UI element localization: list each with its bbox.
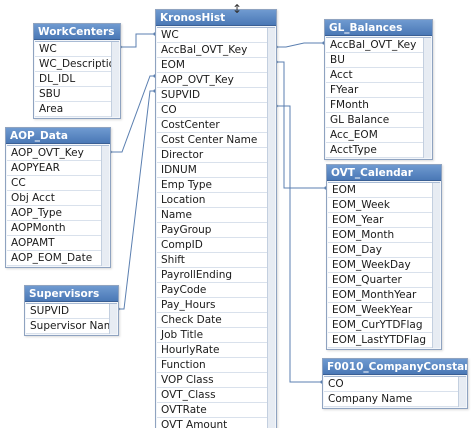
field-row[interactable]: EOM_CurYTDFlag bbox=[328, 318, 440, 333]
table-title[interactable]: KronosHist bbox=[156, 10, 276, 26]
field-row[interactable]: SUPVID bbox=[157, 88, 275, 103]
table-scrollbar[interactable] bbox=[101, 146, 109, 266]
field-row[interactable]: BU bbox=[326, 53, 431, 68]
link-eom bbox=[276, 61, 326, 189]
field-row[interactable]: Name bbox=[157, 208, 275, 223]
field-row[interactable]: CompID bbox=[157, 238, 275, 253]
field-row[interactable]: CC bbox=[7, 176, 109, 191]
field-row[interactable]: EOM_WeekDay bbox=[328, 258, 440, 273]
field-row[interactable]: Area bbox=[35, 102, 119, 117]
field-row[interactable]: WC_Description bbox=[35, 57, 119, 72]
table-title[interactable]: WorkCenters bbox=[34, 24, 120, 40]
field-row[interactable]: VOP Class bbox=[157, 373, 275, 388]
field-row[interactable]: SBU bbox=[35, 87, 119, 102]
field-row[interactable]: AcctType bbox=[326, 143, 431, 158]
field-row[interactable]: FYear bbox=[326, 83, 431, 98]
field-row[interactable]: CO bbox=[324, 377, 466, 392]
field-row[interactable]: DL_IDL bbox=[35, 72, 119, 87]
field-row[interactable]: OVTRate bbox=[157, 403, 275, 418]
field-row[interactable]: GL Balance bbox=[326, 113, 431, 128]
table-f0010-companyconstants[interactable]: F0010_CompanyConstantsCOCompany Name bbox=[322, 358, 468, 409]
field-row[interactable]: EOM bbox=[328, 183, 440, 198]
field-row[interactable]: PayGroup bbox=[157, 223, 275, 238]
table-scrollbar[interactable] bbox=[267, 28, 275, 428]
table-title[interactable]: F0010_CompanyConstants bbox=[323, 359, 467, 375]
field-row[interactable]: OVT_Class bbox=[157, 388, 275, 403]
table-scrollbar[interactable] bbox=[111, 42, 119, 117]
field-row[interactable]: AOP_Type bbox=[7, 206, 109, 221]
field-row[interactable]: Shift bbox=[157, 253, 275, 268]
field-row[interactable]: EOM_Quarter bbox=[328, 273, 440, 288]
field-row[interactable]: CO bbox=[157, 103, 275, 118]
field-row[interactable]: HourlyRate bbox=[157, 343, 275, 358]
field-row[interactable]: WC bbox=[157, 28, 275, 43]
resize-cursor-icon: ↕ bbox=[232, 2, 243, 16]
field-row[interactable]: Director bbox=[157, 148, 275, 163]
field-row[interactable]: CostCenter bbox=[157, 118, 275, 133]
table-scrollbar[interactable] bbox=[432, 183, 440, 348]
field-row[interactable]: AccBal_OVT_Key bbox=[326, 38, 431, 53]
table-title[interactable]: AOP_Data bbox=[6, 128, 110, 144]
field-row[interactable]: Location bbox=[157, 193, 275, 208]
field-row[interactable]: PayrollEnding bbox=[157, 268, 275, 283]
field-row[interactable]: Obj Acct bbox=[7, 191, 109, 206]
link-supvid bbox=[118, 90, 155, 310]
table-title[interactable]: OVT_Calendar bbox=[327, 165, 441, 181]
link-accbal bbox=[276, 42, 324, 48]
link-wc bbox=[120, 33, 155, 48]
field-row[interactable]: Emp Type bbox=[157, 178, 275, 193]
field-row[interactable]: SUPVID bbox=[26, 304, 117, 319]
field-row[interactable]: Check Date bbox=[157, 313, 275, 328]
field-row[interactable]: IDNUM bbox=[157, 163, 275, 178]
field-row[interactable]: AccBal_OVT_Key bbox=[157, 43, 275, 58]
field-row[interactable]: Cost Center Name bbox=[157, 133, 275, 148]
table-scrollbar[interactable] bbox=[109, 304, 117, 334]
field-row[interactable]: FMonth bbox=[326, 98, 431, 113]
field-row[interactable]: EOM_Week bbox=[328, 198, 440, 213]
table-scrollbar[interactable] bbox=[458, 377, 466, 407]
field-row[interactable]: EOM_WeekYear bbox=[328, 303, 440, 318]
field-row[interactable]: AOP_OVT_Key bbox=[7, 146, 109, 161]
field-row[interactable]: AOP_OVT_Key bbox=[157, 73, 275, 88]
field-row[interactable]: Supervisor Name bbox=[26, 319, 117, 334]
field-row[interactable]: AOPAMT bbox=[7, 236, 109, 251]
link-co bbox=[276, 105, 322, 383]
link-aop-ovt-key bbox=[110, 75, 155, 153]
table-scrollbar[interactable] bbox=[423, 38, 431, 158]
field-row[interactable]: Acc_EOM bbox=[326, 128, 431, 143]
field-row[interactable]: EOM_Month bbox=[328, 228, 440, 243]
field-row[interactable]: EOM_MonthYear bbox=[328, 288, 440, 303]
field-row[interactable]: AOP_EOM_Date bbox=[7, 251, 109, 266]
field-row[interactable]: EOM_Day bbox=[328, 243, 440, 258]
field-row[interactable]: AOPMonth bbox=[7, 221, 109, 236]
table-title[interactable]: Supervisors bbox=[25, 286, 118, 302]
field-row[interactable]: Acct bbox=[326, 68, 431, 83]
field-row[interactable]: EOM_LastYTDFlag bbox=[328, 333, 440, 348]
field-row[interactable]: AOPYEAR bbox=[7, 161, 109, 176]
field-row[interactable]: WC bbox=[35, 42, 119, 57]
field-row[interactable]: EOM bbox=[157, 58, 275, 73]
field-row[interactable]: OVT Amount bbox=[157, 418, 275, 428]
field-row[interactable]: EOM_Year bbox=[328, 213, 440, 228]
table-title[interactable]: GL_Balances bbox=[325, 20, 432, 36]
field-row[interactable]: Job Title bbox=[157, 328, 275, 343]
field-row[interactable]: Company Name bbox=[324, 392, 466, 407]
field-row[interactable]: Pay_Hours bbox=[157, 298, 275, 313]
field-row[interactable]: Function bbox=[157, 358, 275, 373]
field-row[interactable]: PayCode bbox=[157, 283, 275, 298]
